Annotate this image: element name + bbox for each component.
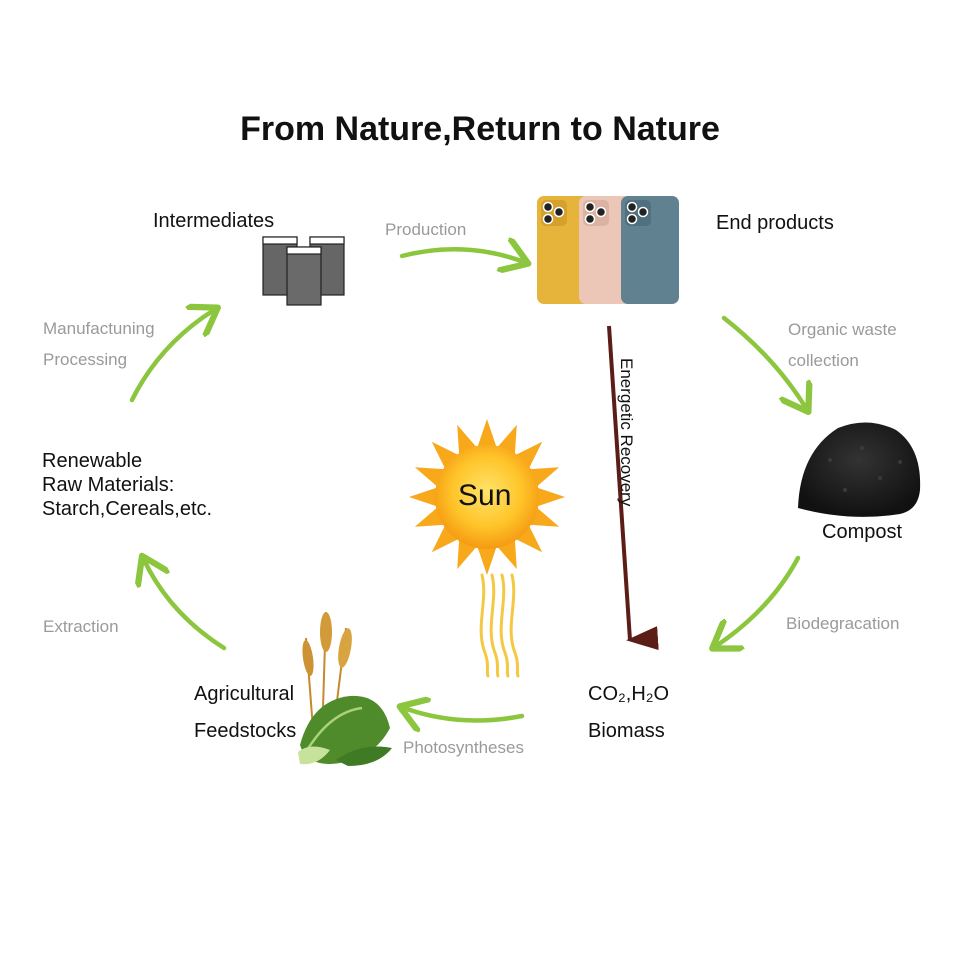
organic-waste-step-label: Organic waste collection xyxy=(788,314,897,376)
biodegradation-step-label: Biodegracation xyxy=(786,614,900,633)
compost-icon xyxy=(798,422,921,517)
arrow-manufacturing xyxy=(129,310,214,403)
agricultural-feedstocks-label: Agricultural Feedstocks xyxy=(194,676,296,750)
arrow-biodegradation xyxy=(716,555,801,646)
phone-cases-icon xyxy=(537,196,679,304)
photosyntheses-step-label: Photosyntheses xyxy=(403,738,524,757)
renewable-text: Renewable xyxy=(42,450,143,472)
energetic-recovery-label: Energetic Recovery xyxy=(617,358,636,507)
co2-biomass-label: CO₂,H₂O Biomass xyxy=(588,676,669,750)
biomass-text: Biomass xyxy=(588,720,665,742)
manufacturing-step-label: Manufactuning Processing xyxy=(43,313,155,375)
arrow-organic-waste xyxy=(721,315,806,408)
co2-h2o-text: CO₂,H₂O xyxy=(588,683,670,705)
feedstocks-text: Feedstocks xyxy=(194,720,297,742)
extraction-step-label: Extraction xyxy=(43,617,119,636)
raw-materials-label: Renewable Raw Materials: Starch,Cereals,… xyxy=(42,449,212,521)
organic-waste-text: Organic waste xyxy=(788,320,897,339)
compost-label: Compost xyxy=(822,521,903,543)
raw-materials-text: Raw Materials: xyxy=(42,474,175,496)
agricultural-text: Agricultural xyxy=(194,683,295,705)
starch-cereals-text: Starch,Cereals,etc. xyxy=(42,498,213,520)
arrow-production xyxy=(399,249,524,262)
processing-text: Processing xyxy=(43,350,128,369)
diagram-title: From Nature,Return to Nature xyxy=(240,110,720,148)
production-step-label: Production xyxy=(385,220,467,239)
manufacturing-text: Manufactuning xyxy=(43,319,155,338)
intermediates-icon xyxy=(262,236,345,306)
sun-icon xyxy=(409,419,565,575)
intermediates-label: Intermediates xyxy=(153,210,275,232)
sunlight-rays-icon xyxy=(479,573,520,678)
sun-label: Sun xyxy=(458,479,512,512)
end-products-label: End products xyxy=(716,212,834,234)
wheat-and-greens-icon xyxy=(298,611,392,766)
arrow-extraction xyxy=(144,560,227,651)
arrow-photosyntheses xyxy=(404,708,525,721)
collection-text: collection xyxy=(788,351,859,370)
arrow-energetic-recovery xyxy=(607,325,659,651)
